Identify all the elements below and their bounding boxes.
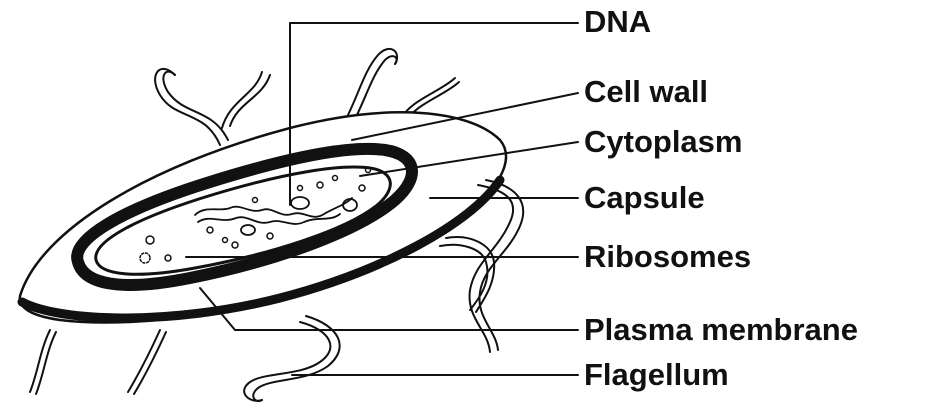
label-dna: DNA xyxy=(584,5,651,39)
flagellum-strand xyxy=(163,72,228,140)
capsule-outline xyxy=(20,112,506,322)
label-ribosomes: Ribosomes xyxy=(584,240,751,274)
label-cytoplasm: Cytoplasm xyxy=(584,125,742,159)
label-cell-wall: Cell wall xyxy=(584,75,708,109)
flagellum-strand xyxy=(222,72,262,128)
label-plasma-membrane: Plasma membrane xyxy=(584,313,858,347)
flagellum-strand xyxy=(128,330,160,392)
flagellum-strand xyxy=(356,56,397,117)
flagella-bottom xyxy=(30,316,340,401)
label-capsule: Capsule xyxy=(584,181,705,215)
label-flagellum: Flagellum xyxy=(584,358,729,392)
capsule-shape xyxy=(20,112,506,322)
flagellum-strand xyxy=(230,75,270,126)
flagellum-strand xyxy=(134,332,166,394)
flagellum-strand xyxy=(253,316,339,401)
